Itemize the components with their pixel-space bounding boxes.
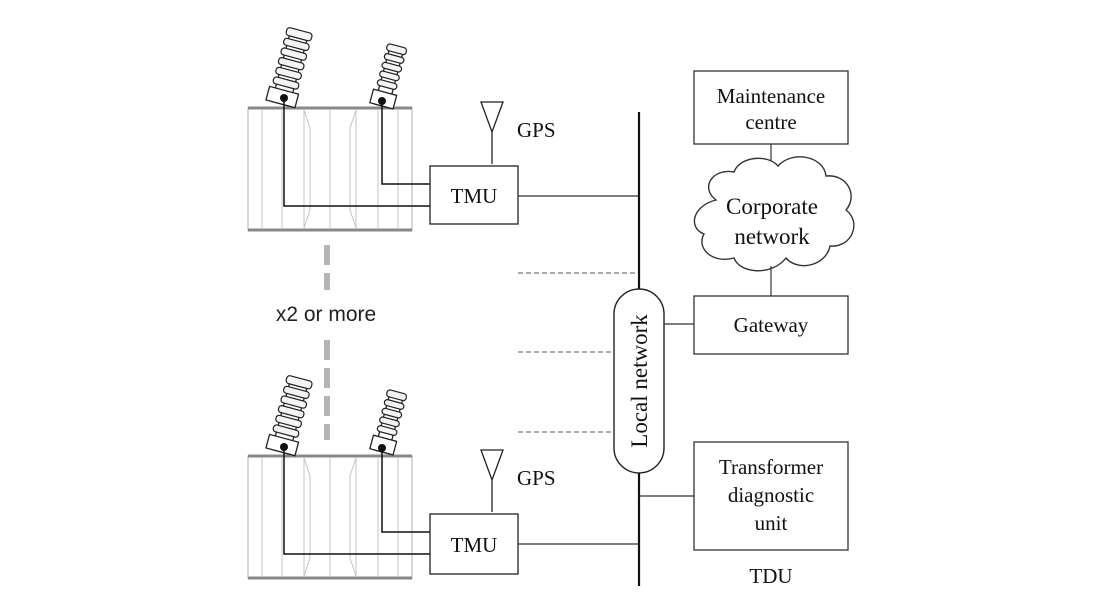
- tmu-box-bottom: [429, 513, 519, 575]
- gps-antenna-icon: [480, 101, 504, 165]
- gateway-box: [693, 295, 849, 355]
- local-network-label: Local network: [627, 314, 652, 448]
- corporate-label-line2: network: [734, 224, 810, 249]
- bushing-lv-bottom: [369, 388, 410, 456]
- transformer-tank-top: [246, 106, 414, 232]
- gps-label-bottom: GPS: [517, 466, 556, 490]
- sensor-cable: [283, 447, 430, 555]
- sensor-cable: [381, 101, 430, 185]
- corporate-label-line1: Corporate: [726, 194, 818, 219]
- transformer-top: [246, 25, 430, 232]
- repeat-label: x2 or more: [276, 303, 376, 326]
- gps-label-top: GPS: [517, 118, 556, 142]
- tdu-caption: TDU: [749, 564, 792, 588]
- bushing-lv-top: [369, 42, 410, 110]
- tmu-box-top: [429, 165, 519, 225]
- corporate-network-cloud: [693, 156, 855, 272]
- local-network-node: [613, 288, 665, 474]
- bushing-hv-top: [265, 25, 316, 109]
- transformer-tank-bottom: [246, 454, 414, 580]
- transformer-bottom: [246, 373, 430, 580]
- tmu-label-bottom: TMU: [451, 533, 498, 557]
- tdu-label-line1: Transformer: [719, 455, 823, 479]
- sensor-cable: [381, 448, 430, 533]
- tmu-label-top: TMU: [451, 184, 498, 208]
- tdu-label-line2: diagnostic: [728, 483, 814, 507]
- bushing-hv-bottom: [265, 373, 316, 457]
- tdu-label-line3: unit: [755, 511, 788, 535]
- sensor-cable: [283, 98, 430, 207]
- maintenance-label-line1: Maintenance: [717, 84, 825, 108]
- gateway-label: Gateway: [734, 313, 809, 337]
- maintenance-label-line2: centre: [745, 110, 796, 134]
- gps-antenna-icon: [480, 449, 504, 513]
